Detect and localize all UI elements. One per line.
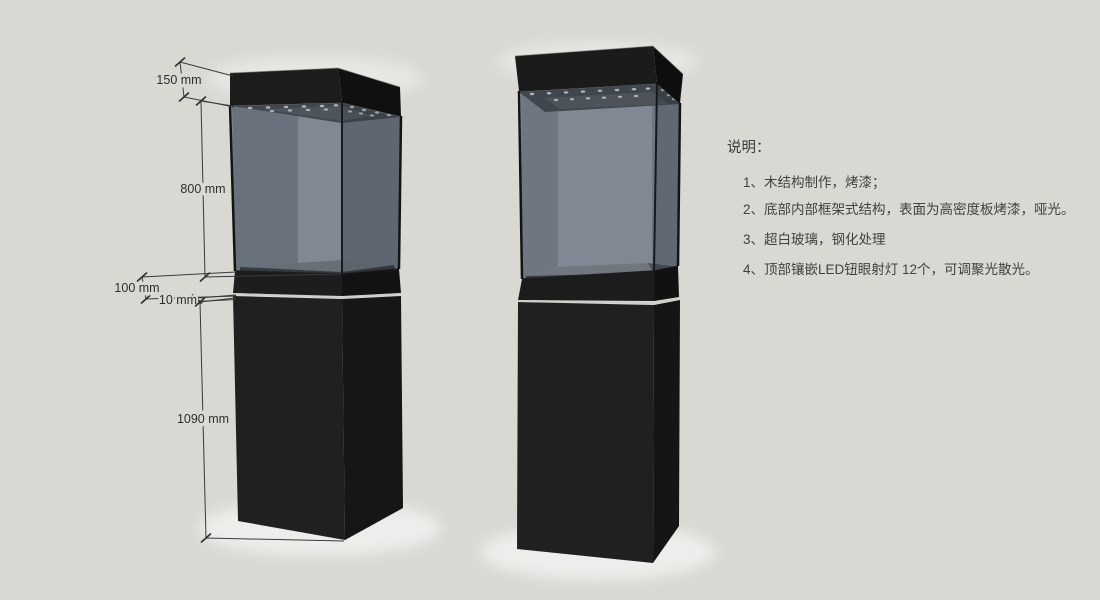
right-gap-line: [517, 297, 681, 305]
left-base-right-face: [342, 296, 403, 540]
dimension-label-gap-height: 10 mm: [159, 293, 197, 307]
dimension-label-deck-height: 100 mm: [114, 281, 159, 295]
right-base-front-face: [517, 302, 654, 563]
right-cap-top-edge-highlight: [514, 45, 684, 75]
left-cap-right-face: [338, 68, 401, 116]
dimension-cap-height: 150 mm: [153, 57, 235, 108]
right-glass-interior-back-highlight: [558, 90, 652, 273]
left-display-floor: [240, 260, 394, 272]
dimension-label-cap-height: 150 mm: [156, 73, 201, 87]
left-gap-line: [232, 293, 402, 299]
right-base-right-face: [653, 300, 680, 563]
right-glass-side-pane: [654, 83, 680, 271]
left-glass-right-pane: [342, 102, 401, 274]
left-cap-top-edge-highlight: [229, 67, 401, 88]
note-item-1: 1、木结构制作，烤漆；: [743, 175, 886, 190]
left-base-front-face: [233, 296, 345, 540]
left-led-spotlight-dots: [247, 104, 392, 117]
right-showcase: [514, 45, 684, 563]
right-deck-front-face: [518, 271, 654, 301]
left-showcase: [228, 67, 403, 540]
left-cap-front-face: [230, 68, 342, 105]
dimension-annotations: 150 mm 800 mm 100 mm 10 mm: [111, 57, 345, 543]
dimension-label-glass-height: 800 mm: [180, 182, 225, 196]
left-deck-front-face: [233, 271, 342, 296]
notes-title: 说明：: [727, 140, 771, 156]
right-cap-right-face: [653, 46, 683, 103]
dimension-label-base-height: 1090 mm: [177, 412, 229, 426]
note-item-3: 3、超白玻璃，钢化处理: [743, 232, 886, 247]
left-glass-front-pane: [230, 102, 342, 274]
left-glass-interior-back-highlight: [298, 106, 342, 272]
dimension-glass-height: 800 mm: [177, 96, 342, 282]
dimension-deck-height: 100 mm: [111, 271, 237, 304]
note-item-4: 4、顶部镶嵌LED钮眼射灯 12个，可调聚光散光。: [743, 262, 1039, 277]
right-deck-right-face: [654, 266, 679, 301]
left-deck-right-face: [342, 269, 401, 296]
dimension-base-height: 1090 mm: [173, 297, 345, 543]
right-glass-front-pane: [519, 83, 657, 279]
right-cap-front-face: [515, 46, 657, 91]
note-item-2: 2、底部内部框架式结构，表面为高密度板烤漆，哑光。: [743, 202, 1075, 217]
right-led-spotlight-dots: [529, 87, 677, 102]
